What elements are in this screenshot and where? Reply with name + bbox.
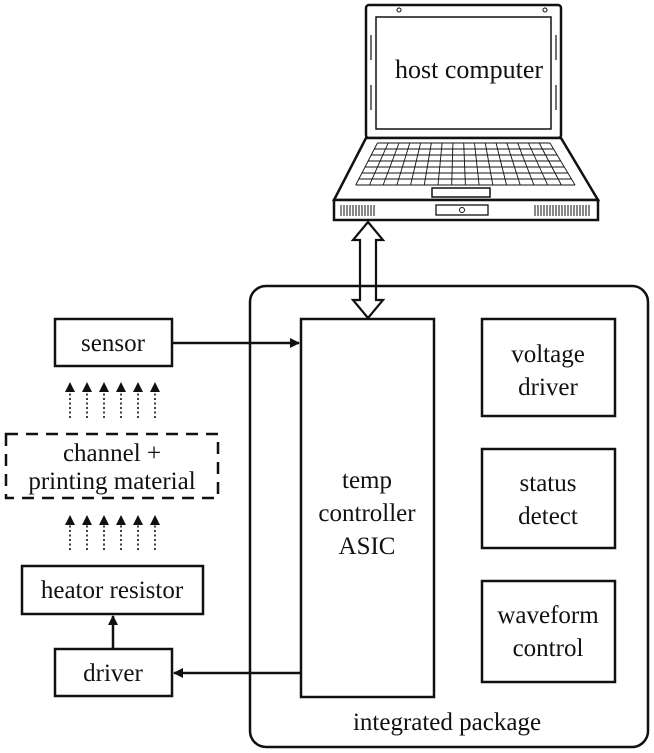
channel-printing-material-box bbox=[4, 432, 220, 500]
asic-box bbox=[299, 317, 436, 699]
keyboard-grid bbox=[355, 142, 576, 186]
heater-resistor-label: heator resistor bbox=[41, 577, 184, 604]
channel-label-line-2: printing material bbox=[28, 468, 195, 495]
host-computer-label: host computer bbox=[395, 55, 543, 84]
driver-label: driver bbox=[83, 660, 143, 687]
asic-label-line-2: controller bbox=[318, 500, 416, 527]
status-detect-label-line-1: status bbox=[520, 470, 577, 497]
asic-label-line-3: ASIC bbox=[339, 533, 396, 560]
waveform-control-box bbox=[480, 579, 617, 684]
waveform-control-label-line-2: control bbox=[513, 635, 584, 662]
speaker-grille-icon bbox=[340, 205, 590, 216]
waveform-control-label-line-1: waveform bbox=[497, 602, 599, 629]
channel-label-line-1: channel + bbox=[63, 440, 161, 467]
heat-flow-arrows-upper bbox=[65, 382, 160, 418]
heat-flow-arrows-lower bbox=[65, 515, 160, 550]
status-detect-box bbox=[480, 447, 617, 550]
bidirectional-data-arrow bbox=[350, 220, 386, 320]
voltage-driver-box bbox=[480, 317, 617, 418]
driver-box bbox=[53, 647, 174, 698]
heater-resistor-box bbox=[20, 564, 205, 616]
integrated-package-label: integrated package bbox=[353, 709, 541, 736]
asic-label-line-1: temp bbox=[342, 467, 392, 494]
sensor-label: sensor bbox=[81, 330, 146, 357]
laptop-icon bbox=[331, 3, 601, 222]
voltage-driver-label-line-1: voltage bbox=[511, 341, 585, 368]
voltage-driver-label-line-2: driver bbox=[518, 374, 578, 401]
integrated-package-box bbox=[248, 284, 650, 749]
status-detect-label-line-2: detect bbox=[518, 503, 578, 530]
